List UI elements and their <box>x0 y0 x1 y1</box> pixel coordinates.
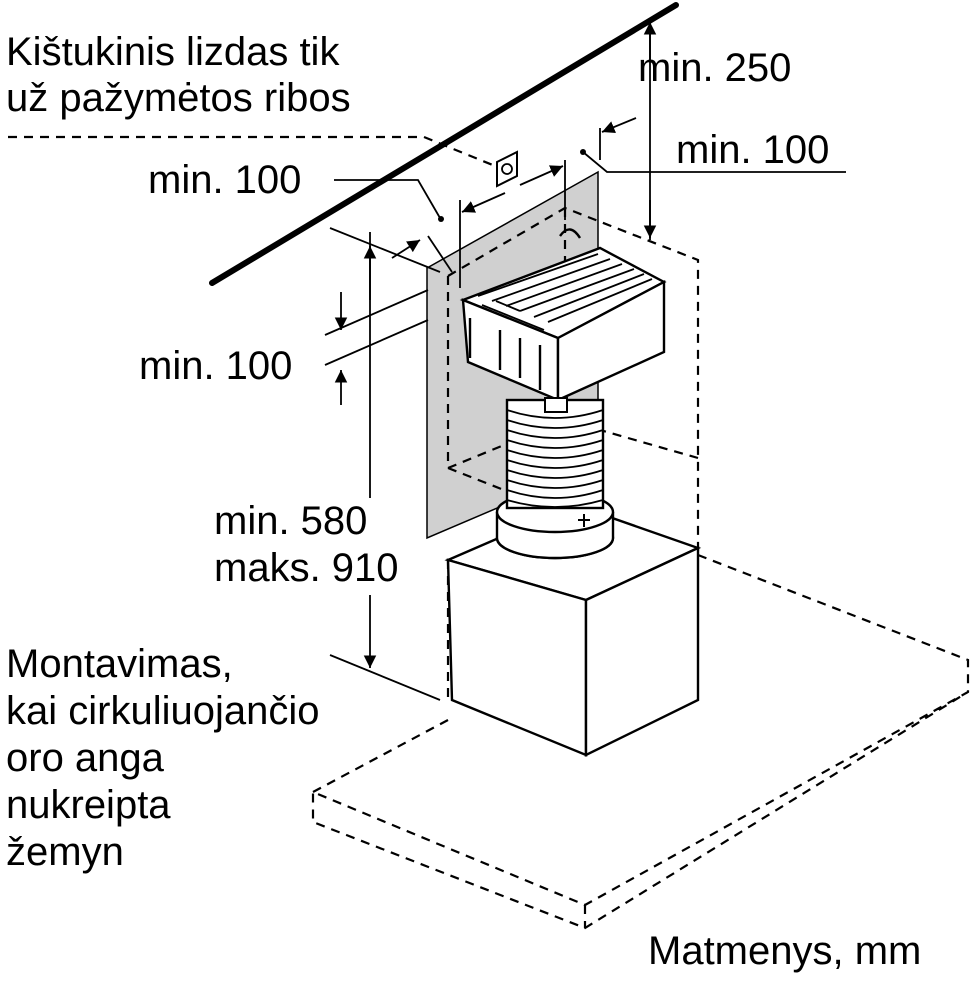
units-label: Matmenys, mm <box>648 929 922 973</box>
mount-note-line2: kai cirkuliuojančio <box>6 689 320 733</box>
mount-note-line1: Montavimas, <box>6 642 233 686</box>
socket-note-line2: už pažymėtos ribos <box>6 76 351 120</box>
mount-note-leader <box>329 654 441 701</box>
dim-vertical-gap-lines <box>324 289 429 405</box>
dim-height-lines <box>329 227 453 668</box>
hood-canopy-outline <box>311 553 970 930</box>
dim-height-max-label: maks. 910 <box>214 546 399 590</box>
dim-vertical-gap-label: min. 100 <box>139 344 293 388</box>
mount-note-line5: žemyn <box>6 830 124 874</box>
dim-left-side-lines <box>334 160 566 288</box>
dim-right-side-label: min. 100 <box>676 128 830 172</box>
socket-symbol <box>496 150 518 188</box>
dim-height-min-label: min. 580 <box>214 499 368 543</box>
dim-left-side-label: min. 100 <box>148 158 302 202</box>
flexible-duct <box>505 398 605 510</box>
socket-boundary-line <box>8 135 501 170</box>
mount-note-line4: nukreipta <box>6 783 171 827</box>
dim-right-side-lines <box>580 117 846 173</box>
mount-note-line3: oro anga <box>6 736 164 780</box>
socket-note-line1: Kištukinis lizdas tik <box>6 30 340 74</box>
filter-module <box>459 228 667 413</box>
dim-top-gap-label: min. 250 <box>638 46 792 90</box>
